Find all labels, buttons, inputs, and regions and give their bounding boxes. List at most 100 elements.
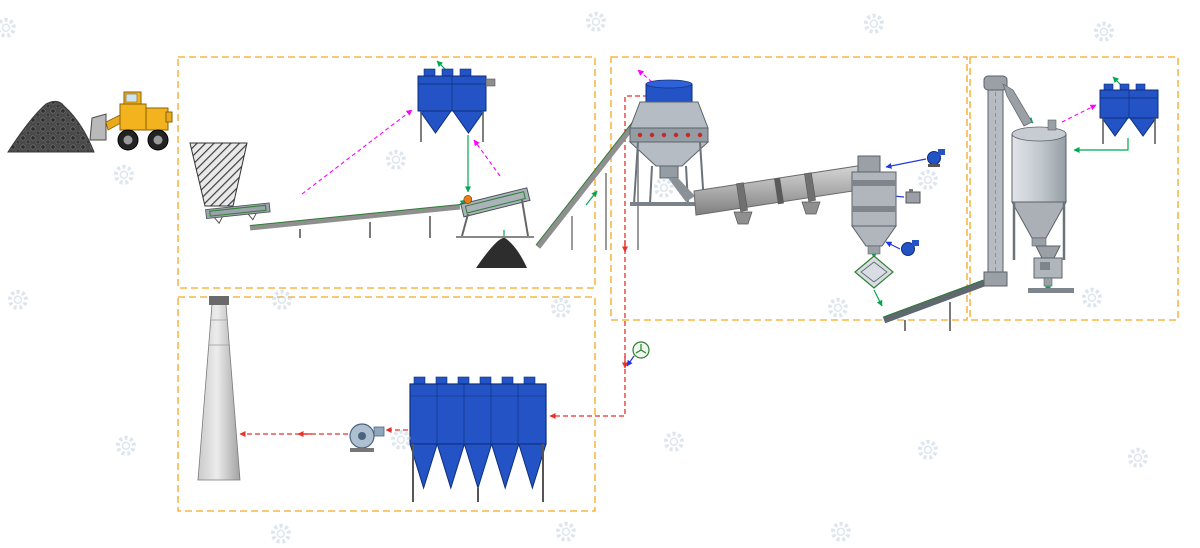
preheater-base <box>630 202 710 206</box>
chimney <box>197 296 241 481</box>
screener-legs <box>461 199 529 237</box>
belt1-belt <box>249 204 461 231</box>
primary-fan-outlet <box>938 149 945 155</box>
preheater-legs <box>633 141 705 205</box>
vibrating-feeder-2 <box>854 255 894 289</box>
idfan-inlet <box>373 426 385 437</box>
bucket-elevator <box>983 75 1033 287</box>
fuel-body <box>905 191 921 204</box>
loader-front-body <box>119 103 147 131</box>
watermark <box>827 297 848 318</box>
flow-feeder-to-apron <box>873 289 883 307</box>
ht-bag-filter <box>409 376 547 502</box>
apron-conveyor <box>882 279 986 331</box>
bagfilter1-cap <box>423 68 436 77</box>
feeder1-springs <box>214 213 257 225</box>
apron-supports <box>904 302 951 331</box>
chimney-bands <box>209 319 230 346</box>
boundary-calcination-section <box>610 56 968 321</box>
belt1-supports <box>299 216 431 238</box>
cooling-air-blades <box>635 344 647 354</box>
elevator-head <box>983 75 1008 91</box>
boundary-packing-section <box>969 56 1179 321</box>
dust-duct-screener-to-bagfilter1 <box>473 139 501 177</box>
equipment-layer <box>7 68 1159 502</box>
loader-rear-hub <box>153 135 163 145</box>
silo-discharge <box>1031 237 1047 247</box>
watermark <box>585 11 606 32</box>
loader-bucket <box>89 113 107 141</box>
silo-vent <box>1047 119 1057 131</box>
watermark <box>550 297 571 318</box>
watermark <box>1081 287 1102 308</box>
feed-hopper <box>189 142 248 207</box>
bagfilter2-cap <box>1119 83 1130 91</box>
cooling-fan-outlet <box>912 240 919 246</box>
htfilter-hoppers <box>409 443 547 490</box>
watermark <box>1127 447 1148 468</box>
preheater-discharge <box>659 165 679 179</box>
feeder2-inner <box>860 261 888 283</box>
watermark <box>7 289 28 310</box>
feeder1-frame <box>209 204 267 217</box>
apron-belt <box>882 279 986 324</box>
packer-panel <box>1040 262 1050 270</box>
bag-filter-1 <box>417 68 496 142</box>
vertical-cooler <box>851 155 897 255</box>
flow-bagfilter2-return <box>1073 138 1129 153</box>
bagfilter1-outlet <box>485 78 496 87</box>
air-line-cooling-fan <box>885 241 901 250</box>
watermark <box>863 13 884 34</box>
packing-machine <box>1028 245 1074 293</box>
elevator-boot <box>983 271 1008 287</box>
packer-base <box>1028 288 1074 293</box>
silo-roof <box>1011 126 1067 142</box>
lime-silo <box>1011 119 1067 260</box>
bagfilter1-panels <box>418 76 486 111</box>
cooler-cone <box>851 225 897 247</box>
preheater-pushers <box>637 132 703 138</box>
screener-frame <box>464 191 526 214</box>
bagfilter2-hopper <box>1101 117 1129 137</box>
htfilter-panels <box>410 384 546 444</box>
air-line-primary-fan <box>885 158 927 169</box>
watermark <box>830 521 851 542</box>
watermark <box>270 523 291 544</box>
screened-material-pile <box>476 237 527 268</box>
bagfilter1-hopper <box>452 110 485 134</box>
primary-air-fan <box>927 149 945 167</box>
loader-cab-window <box>125 93 138 103</box>
bagfilter2-legs <box>1102 118 1156 144</box>
preheater-top-lid <box>645 79 693 89</box>
air-line-cooling-air <box>626 355 635 367</box>
feeder2-body <box>854 255 894 289</box>
vibrating-feeder-1 <box>205 202 271 225</box>
preheater-kiln-chute <box>668 178 695 202</box>
preheater-body <box>629 101 709 129</box>
loader-front-hub <box>123 135 133 145</box>
watermark <box>1093 21 1114 42</box>
watermark <box>917 169 938 190</box>
belt1-edge <box>249 204 461 226</box>
dust-duct-silo-to-bagfilter2 <box>1061 104 1097 123</box>
silo-body <box>1011 133 1067 203</box>
packer-hopper <box>1035 245 1061 259</box>
belt-conveyor-1 <box>249 204 461 238</box>
watermark <box>0 17 16 38</box>
silo-legs <box>1012 202 1066 260</box>
dust-duct-feeder-to-bagfilter1 <box>301 109 413 195</box>
bag-filter-2 <box>1099 83 1159 144</box>
preheater-cone <box>628 141 710 167</box>
kiln-hood <box>857 155 881 173</box>
idfan-base <box>350 448 374 452</box>
vibrating-screener <box>456 187 534 238</box>
packer-spout <box>1043 277 1053 287</box>
wheel-loader <box>89 91 173 151</box>
vertical-preheater <box>628 79 710 206</box>
cooler-discharge <box>867 245 881 255</box>
kiln-tyre <box>804 172 816 202</box>
primary-fan-base <box>928 164 940 167</box>
bagfilter2-cap <box>1103 83 1114 91</box>
cooling-fan <box>901 240 919 256</box>
